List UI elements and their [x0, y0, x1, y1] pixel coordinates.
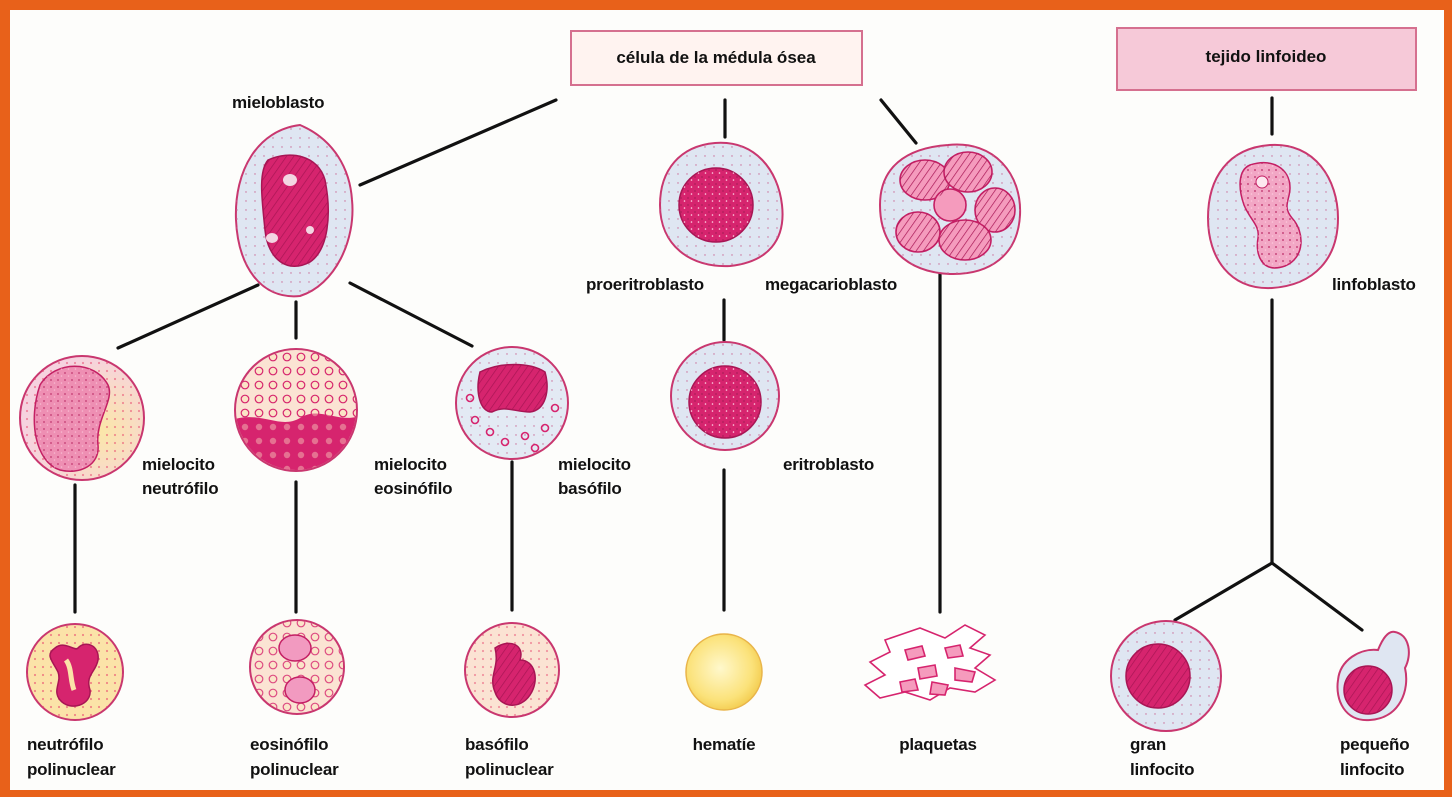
neutrophil-myelocyte-label-2: neutrófilo — [142, 479, 218, 498]
basophil-myelocyte-label-2: basófilo — [558, 479, 622, 498]
basophil-myelocyte-cell — [456, 347, 568, 459]
eosinophil-myelocyte-label-2: eosinófilo — [374, 479, 452, 498]
erythrocyte-cell — [686, 634, 762, 710]
neutrophil-myelocyte-cell — [20, 356, 144, 480]
megakaryoblast-cell — [880, 145, 1020, 275]
neutrophil-myelocyte-label-1: mielocito — [142, 455, 215, 474]
erythroblast-cell — [671, 342, 779, 450]
diagram-canvas: célula de la médula ósea tejido linfoide… — [10, 10, 1444, 790]
bone-marrow-box: célula de la médula ósea — [571, 31, 862, 85]
platelets — [865, 625, 995, 700]
basophil-label-1: basófilo — [465, 735, 529, 754]
lymphoblast-cell — [1208, 145, 1338, 288]
large-lymphocyte-label-1: gran — [1130, 735, 1166, 754]
basophil-myelocyte-label-1: mielocito — [558, 455, 631, 474]
eosinophil-cell — [250, 620, 344, 714]
neutrophil-cell — [27, 624, 123, 720]
eosinophil-label-1: eosinófilo — [250, 735, 328, 754]
small-lymphocyte-cell — [1337, 632, 1408, 720]
small-lymphocyte-label-1: pequeño — [1340, 735, 1409, 754]
blood-cell-diagram: célula de la médula ósea tejido linfoide… — [10, 10, 1444, 790]
basophil-cell — [465, 623, 559, 717]
bone-marrow-label: célula de la médula ósea — [616, 48, 816, 67]
myeloblast-label: mieloblasto — [232, 93, 324, 112]
proerythroblast-label: proeritroblasto — [586, 275, 704, 294]
large-lymphocyte-cell — [1111, 621, 1221, 731]
eosinophil-label-2: polinuclear — [250, 760, 339, 779]
lymphoid-tissue-label: tejido linfoideo — [1206, 47, 1327, 66]
neutrophil-label-1: neutrófilo — [27, 735, 103, 754]
eosinophil-myelocyte-cell — [232, 349, 362, 480]
megakaryoblast-label: megacarioblasto — [765, 275, 897, 294]
erythroblast-label: eritroblasto — [783, 455, 874, 474]
platelets-label: plaquetas — [899, 735, 977, 754]
myeloblast-cell — [236, 125, 353, 296]
small-lymphocyte-label-2: linfocito — [1340, 760, 1404, 779]
lymphoid-tissue-box: tejido linfoideo — [1117, 28, 1416, 90]
neutrophil-label-2: polinuclear — [27, 760, 116, 779]
basophil-label-2: polinuclear — [465, 760, 554, 779]
lymphoblast-label: linfoblasto — [1332, 275, 1416, 294]
erythrocyte-label: hematíe — [693, 735, 756, 754]
proerythroblast-cell — [660, 143, 783, 266]
large-lymphocyte-label-2: linfocito — [1130, 760, 1194, 779]
eosinophil-myelocyte-label-1: mielocito — [374, 455, 447, 474]
